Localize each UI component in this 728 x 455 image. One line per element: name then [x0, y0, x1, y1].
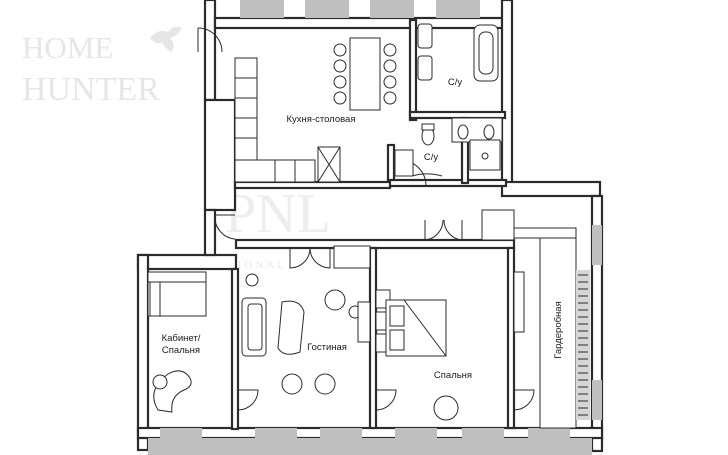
- room-labels: Кухня-столовая С/у С/у Кабинет/ Спальня …: [162, 77, 564, 381]
- room-label-wardrobe: Гардеробная: [553, 301, 564, 358]
- bathroom-2-fixtures: [394, 117, 503, 177]
- room-label-living: Гостиная: [307, 342, 347, 353]
- bathroom-1-fixtures: [417, 23, 499, 82]
- wardrobe-fixtures: [481, 209, 590, 429]
- room-label-kitchen: Кухня-столовая: [287, 114, 356, 125]
- dining-table: [349, 37, 381, 111]
- watermark-hunter: HUNTER: [22, 71, 160, 108]
- wardrobe-rail: [576, 270, 590, 420]
- room-label-office-line1: Кабинет/: [162, 333, 201, 344]
- kitchen-fixtures: [234, 37, 397, 183]
- home-hunter-watermark: HOME HUNTER: [22, 26, 182, 108]
- coffee-table: [277, 300, 305, 355]
- room-label-office-line2: Спальня: [162, 345, 200, 356]
- watermark-home: HOME: [22, 30, 113, 65]
- partitions: [230, 18, 516, 431]
- living-fixtures: [241, 273, 371, 395]
- room-label-bath-1: С/у: [448, 77, 463, 88]
- windows: [160, 0, 602, 438]
- room-label-bedroom: Спальня: [434, 370, 472, 381]
- watermark-pnl: PNL: [225, 183, 331, 245]
- office-fixtures: [147, 271, 207, 413]
- walls: [136, 0, 604, 455]
- bedroom-fixtures: [333, 245, 459, 421]
- room-label-bath-2: С/у: [424, 152, 439, 163]
- bird-logo-icon: [150, 26, 182, 52]
